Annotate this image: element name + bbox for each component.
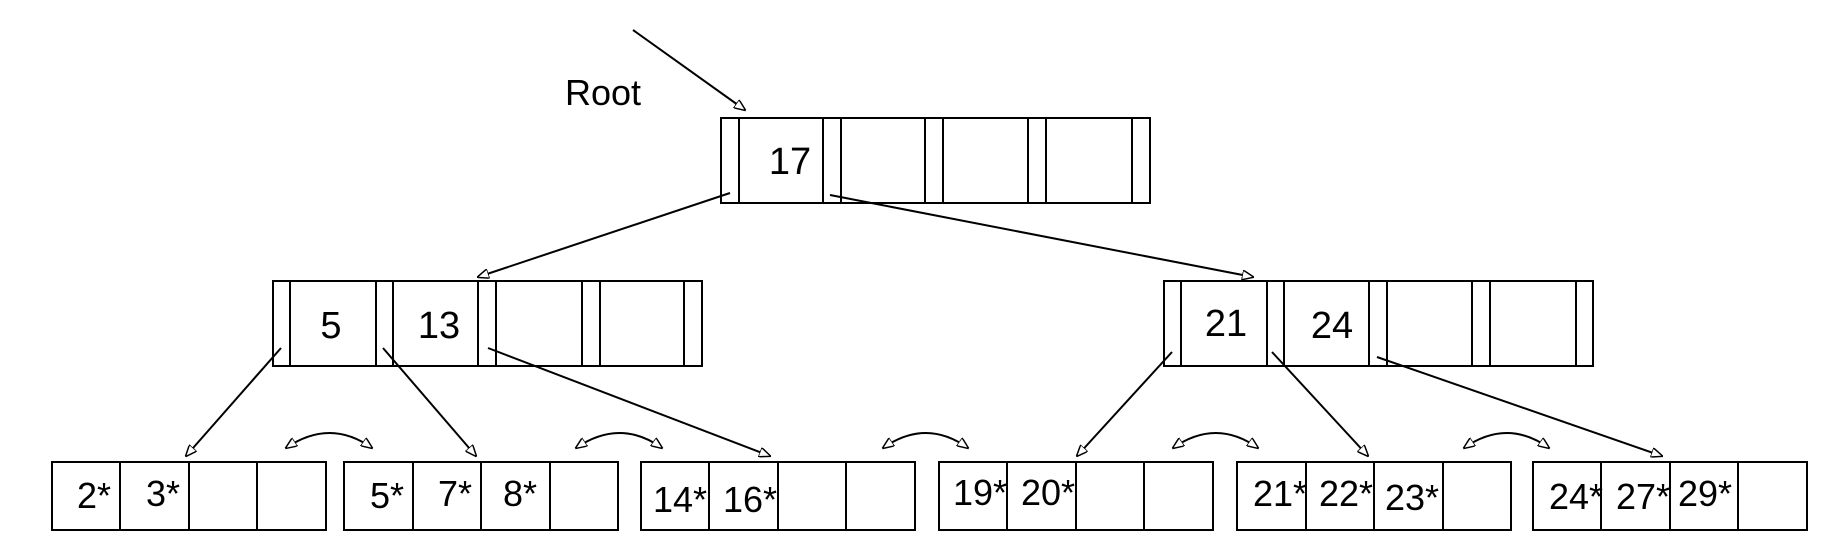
- leaf-entry: 16*: [723, 479, 777, 520]
- sibling-link-arrow: [1464, 432, 1549, 448]
- sibling-link-arrow: [576, 432, 662, 448]
- sibling-link-arrow: [883, 432, 968, 448]
- pointer-arrow: [1271, 351, 1368, 456]
- pointer-arrow: [1077, 351, 1173, 456]
- leaf-entry: 2*: [77, 475, 111, 516]
- leaf-node: 2* 3*: [51, 461, 327, 531]
- inner-node-root: 17: [720, 117, 1151, 204]
- leaf-entry: 27*: [1616, 476, 1670, 517]
- node-key: 24: [1311, 305, 1353, 347]
- leaf-entry: 23*: [1385, 477, 1439, 518]
- root-pointer-arrow: [632, 29, 745, 110]
- inner-node-right: 21 24: [1163, 280, 1594, 367]
- pointer-arrow: [382, 347, 476, 456]
- inner-node-left: 5 13: [272, 280, 703, 367]
- node-key: 17: [769, 141, 811, 183]
- leaf-node: 21* 22* 23*: [1236, 461, 1512, 531]
- leaf-node: 19* 20*: [938, 461, 1214, 531]
- leaf-node: 24* 27* 29*: [1532, 461, 1808, 531]
- pointer-arrow: [829, 194, 1253, 277]
- leaf-entry: 22*: [1319, 473, 1373, 514]
- leaf-node: 5* 7* 8*: [343, 461, 619, 531]
- leaf-entry: 14*: [653, 479, 707, 520]
- pointer-arrow: [487, 347, 770, 456]
- leaf-entry: 8*: [503, 473, 537, 514]
- leaf-entry: 19*: [953, 472, 1007, 513]
- node-key: 21: [1205, 303, 1247, 345]
- leaf-node: 14* 16*: [640, 461, 916, 531]
- leaf-entry: 21*: [1253, 473, 1307, 514]
- leaf-entry: 3*: [146, 473, 180, 514]
- node-key: 5: [320, 305, 341, 347]
- root-label: Root: [565, 72, 641, 113]
- leaf-entry: 20*: [1021, 472, 1075, 513]
- sibling-link-arrow: [286, 432, 372, 448]
- pointer-arrow: [478, 192, 731, 277]
- leaf-entry: 24*: [1549, 476, 1603, 517]
- leaf-entry: 29*: [1678, 473, 1732, 514]
- leaf-entry: 7*: [438, 473, 472, 514]
- node-key: 13: [418, 305, 460, 347]
- pointer-arrow: [186, 347, 282, 456]
- pointer-arrow: [1376, 356, 1662, 456]
- leaf-entry: 5*: [370, 475, 404, 516]
- sibling-link-arrow: [1173, 432, 1258, 448]
